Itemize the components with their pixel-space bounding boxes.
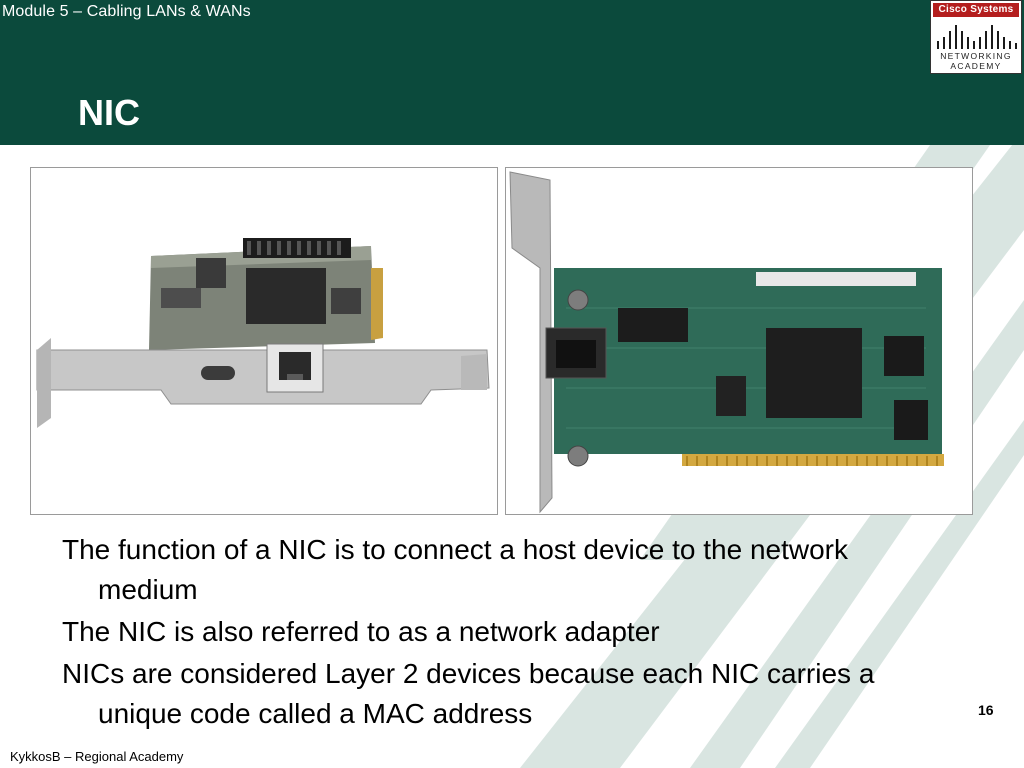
logo-bars-icon <box>937 25 1017 49</box>
logo-academy-text: NETWORKING ACADEMY <box>933 51 1019 71</box>
bullet-item: The NIC is also referred to as a network… <box>62 616 660 647</box>
bullet-item: The function of a NIC is to connect a ho… <box>62 534 848 605</box>
slide-title: NIC <box>78 92 140 133</box>
logo-brand-text: Cisco Systems <box>933 3 1019 17</box>
nic-card-illustration <box>36 238 490 428</box>
logo-networking-text: NETWORKING <box>940 51 1012 61</box>
footer-text: KykkosB – Regional Academy <box>10 749 184 764</box>
bullet-list: The function of a NIC is to connect a ho… <box>62 530 942 736</box>
pci-nic-illustration <box>509 171 944 514</box>
page-number: 16 <box>978 702 994 718</box>
module-title: Module 5 – Cabling LANs & WANs <box>2 3 251 20</box>
header-band: Module 5 – Cabling LANs & WANs NIC Cisco… <box>0 0 1024 145</box>
nic-photo-right <box>505 167 973 515</box>
nic-photo-left <box>30 167 498 515</box>
logo-academy-text-line: ACADEMY <box>950 61 1002 71</box>
cisco-networking-academy-logo: Cisco Systems NETWORKING ACADEMY <box>930 0 1022 74</box>
bullet-item: NICs are considered Layer 2 devices beca… <box>62 658 875 729</box>
